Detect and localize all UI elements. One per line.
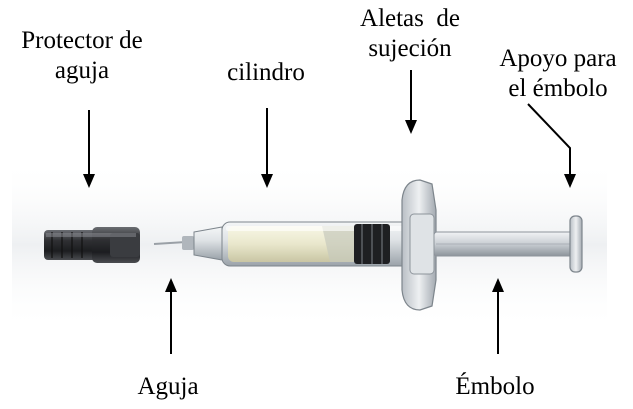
label-barrel-text: cilindro [227,59,305,86]
label-plunger: Émbolo [430,372,560,402]
label-finger-flanges-line2: sujeción [368,35,452,62]
label-finger-flanges-line1: Aletas de [360,5,460,32]
arrow-up-icon [492,278,504,354]
finger-flanges [401,179,437,311]
barrel [221,221,411,267]
plunger-rod [433,231,577,257]
needle [153,226,223,261]
label-needle-cap-line2: aguja [54,57,110,84]
arrow-down-icon [261,108,273,188]
label-thumb-rest: Apoyo para el émbolo [483,44,633,104]
arrow-down-icon [405,70,417,134]
label-needle-cap: Protector de aguja [2,26,162,86]
label-needle: Aguja [118,372,218,402]
label-needle-text: Aguja [137,373,199,400]
arrow-down-icon [527,103,576,188]
label-thumb-rest-line2: el émbolo [508,75,608,102]
label-plunger-text: Émbolo [455,373,535,400]
label-finger-flanges: Aletas de sujeción [340,4,480,64]
arrow-down-icon [83,110,95,188]
label-thumb-rest-line1: Apoyo para [499,45,617,72]
needle-cap [44,227,140,263]
label-needle-cap-line1: Protector de [21,27,143,54]
label-barrel: cilindro [206,58,326,88]
stopper [354,224,390,264]
plunger-thumb-rest [569,215,583,273]
arrow-up-icon [165,278,177,354]
